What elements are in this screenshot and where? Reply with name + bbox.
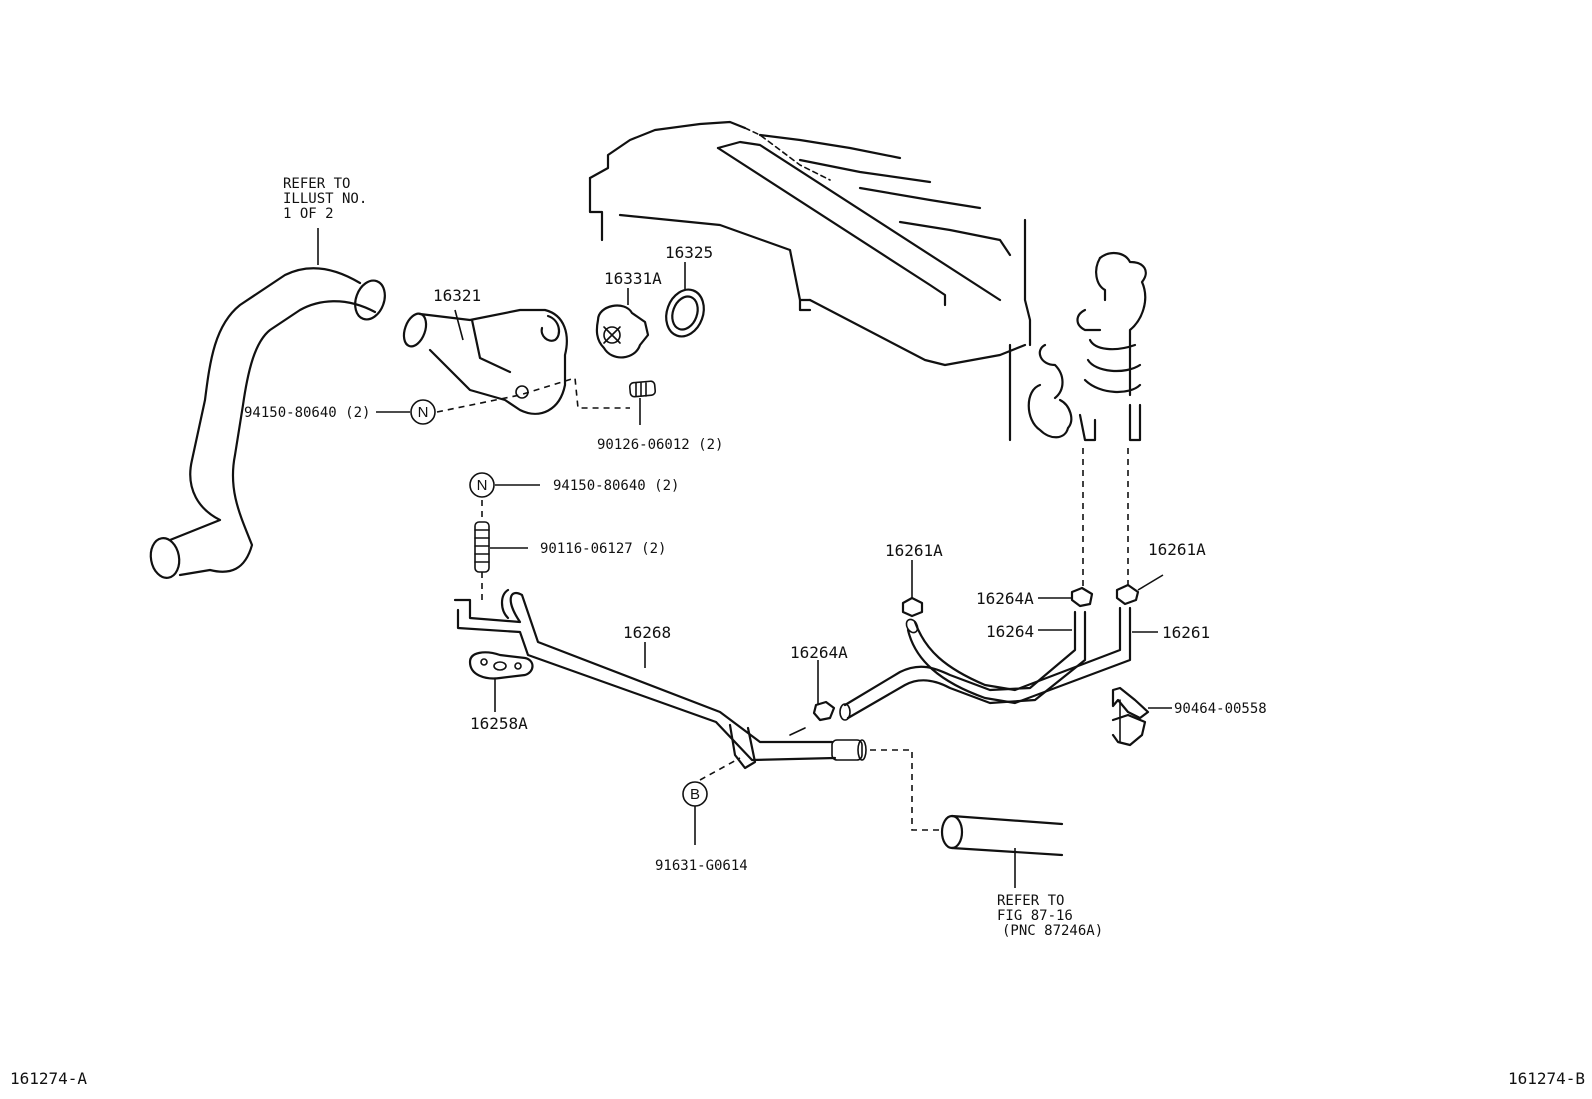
label-90464: 90464-00558 bbox=[1174, 701, 1267, 717]
bypass-pipe-16268 bbox=[453, 588, 867, 770]
label-16261: 16261 bbox=[1162, 623, 1210, 642]
water-inlet-16321 bbox=[402, 308, 568, 415]
label-16264: 16264 bbox=[986, 622, 1034, 641]
bolt-b-leader bbox=[694, 757, 741, 845]
refer-lower-line-3: (PNC 87246A) bbox=[1002, 923, 1103, 939]
label-16264A-lower: 16264A bbox=[790, 643, 848, 662]
label-16321: 16321 bbox=[433, 286, 481, 305]
thermostat-16331A bbox=[595, 288, 650, 359]
water-hoses-right bbox=[812, 448, 1164, 722]
badge-n-upper-text: N bbox=[418, 404, 429, 421]
label-90116: 90116-06127 (2) bbox=[540, 541, 666, 557]
label-94150-lower: 94150-80640 (2) bbox=[553, 478, 679, 494]
label-91631: 91631-G0614 bbox=[655, 858, 748, 874]
badge-n-lower: N bbox=[469, 472, 495, 498]
label-16258A: 16258A bbox=[470, 714, 528, 733]
footer-left-code: 161274-A bbox=[10, 1069, 87, 1088]
label-90126: 90126-06012 (2) bbox=[597, 437, 723, 453]
refer-upper-note: REFER TO ILLUST NO. 1 OF 2 bbox=[283, 176, 367, 222]
engine-block-outline bbox=[588, 120, 1147, 442]
upper-fastener-lines bbox=[376, 376, 657, 425]
gasket-16258A bbox=[468, 651, 534, 712]
refer-upper-line-1: REFER TO bbox=[283, 176, 350, 192]
refer-lower-line-2: FIG 87-16 bbox=[997, 908, 1073, 924]
refer-upper-line-3: 1 OF 2 bbox=[283, 206, 334, 222]
radiator-hose-upper bbox=[149, 228, 386, 579]
footer-right-code: 161274-B bbox=[1508, 1069, 1585, 1088]
gasket-16325 bbox=[665, 262, 705, 338]
badge-b-text: B bbox=[690, 786, 700, 803]
badge-n-lower-text: N bbox=[477, 477, 488, 494]
refer-lower-note: REFER TO FIG 87-16 (PNC 87246A) bbox=[997, 893, 1103, 939]
refer-lower-line-1: REFER TO bbox=[997, 893, 1064, 909]
lower-stud-90116 bbox=[474, 484, 540, 605]
label-94150-upper: 94150-80640 (2) bbox=[244, 405, 370, 421]
refer-upper-line-2: ILLUST NO. bbox=[283, 191, 367, 207]
clamp-90464 bbox=[1111, 686, 1172, 747]
label-16264A-upper: 16264A bbox=[976, 589, 1034, 608]
label-16261A-right: 16261A bbox=[1148, 540, 1206, 559]
label-16331A: 16331A bbox=[604, 269, 662, 288]
badge-n-upper: N bbox=[410, 399, 436, 425]
heater-hose-lower bbox=[870, 749, 1064, 888]
badge-b: B bbox=[682, 781, 708, 807]
label-16268: 16268 bbox=[623, 623, 671, 642]
label-16325: 16325 bbox=[665, 243, 713, 262]
label-16261A-left: 16261A bbox=[885, 541, 943, 560]
